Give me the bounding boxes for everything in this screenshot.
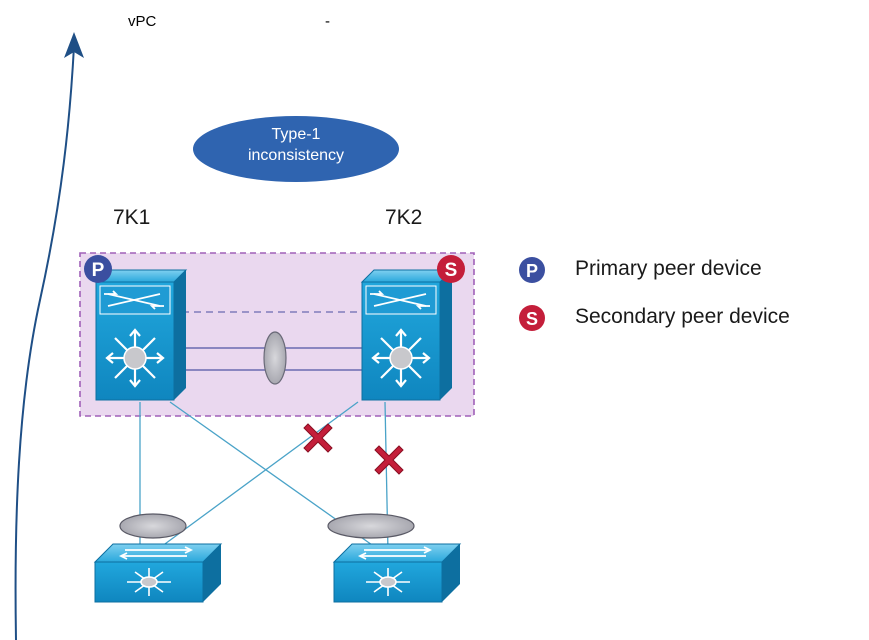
switch-icon [360, 269, 454, 401]
switch-icon [93, 543, 223, 603]
legend-primary-icon: P [519, 257, 545, 283]
svg-text:P: P [526, 261, 538, 281]
consistency-label: Type-1 inconsistency [194, 124, 398, 166]
secondary-badge: S [437, 255, 465, 283]
peer-link [182, 311, 366, 385]
device-label-7k2: 7K2 [385, 206, 423, 229]
header-right-text: - [325, 13, 330, 30]
svg-text:P: P [92, 260, 105, 281]
legend-secondary-icon: S [519, 305, 545, 331]
device-label-7k1: 7K1 [113, 206, 151, 229]
switch-icon [332, 543, 462, 603]
primary-badge: P [84, 255, 112, 283]
legend-secondary-label: Secondary peer device [575, 305, 790, 328]
port-channel-icon [119, 513, 187, 539]
consistency-line2: inconsistency [247, 147, 345, 164]
arrow-up-icon [14, 32, 84, 640]
header-left-text: vPC [128, 13, 157, 30]
x-mark-icon [303, 423, 333, 453]
consistency-line1: Type-1 [271, 126, 321, 143]
port-channel-icon [263, 331, 287, 385]
svg-text:S: S [526, 309, 538, 329]
switch-icon [94, 269, 188, 401]
consistency-oval [193, 116, 399, 182]
legend-primary-label: Primary peer device [575, 257, 762, 280]
x-mark-icon [374, 445, 404, 475]
port-channel-icon [327, 513, 415, 539]
svg-text:S: S [445, 260, 458, 281]
